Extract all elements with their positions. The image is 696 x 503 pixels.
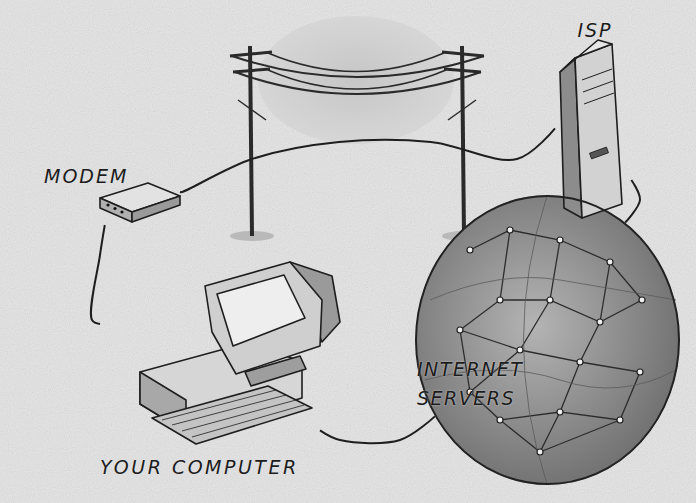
server-dot xyxy=(517,347,523,353)
network-line xyxy=(625,180,640,222)
server-dot xyxy=(639,297,645,303)
network-nodes xyxy=(457,227,645,455)
pole-crossarm xyxy=(230,52,272,56)
monitor-body xyxy=(205,262,322,374)
network-links xyxy=(460,230,642,452)
telephone-pole xyxy=(230,46,272,236)
keyboard-keys xyxy=(162,390,304,437)
server-dot xyxy=(577,359,583,365)
tower-slot xyxy=(583,81,613,92)
wire xyxy=(232,56,484,77)
pole-crossarm xyxy=(442,52,484,56)
telephone-wires xyxy=(232,53,484,94)
modem-device: MODEM xyxy=(40,160,180,225)
server-dot xyxy=(597,319,603,325)
sky-halo xyxy=(258,16,454,144)
telephone-pole xyxy=(442,46,484,236)
server-dot xyxy=(617,417,623,423)
tower-slot xyxy=(584,93,614,104)
wire xyxy=(268,53,444,72)
tower-drive xyxy=(590,147,609,159)
modem-light xyxy=(106,203,109,206)
network-line xyxy=(320,416,435,443)
pole-crossarm xyxy=(233,69,270,72)
server-dot xyxy=(557,409,563,415)
server-dot xyxy=(497,297,503,303)
network-line xyxy=(180,128,555,192)
modem-art xyxy=(100,183,180,222)
modem-front xyxy=(100,198,132,222)
server-dot xyxy=(607,259,613,265)
computer-station: YOUR COMPUTER xyxy=(100,265,320,490)
internet-globe: INTERNET SERVERS xyxy=(415,195,680,485)
isp-server: ISP xyxy=(555,12,635,180)
node-label: INTERNET SERVERS xyxy=(417,355,567,413)
tower-top xyxy=(560,40,612,72)
wire xyxy=(268,70,446,89)
pole-brace xyxy=(238,100,266,120)
modem-light xyxy=(120,210,123,213)
node-label: ISP xyxy=(555,16,635,45)
internet-globe-art xyxy=(416,195,680,485)
wire xyxy=(235,72,481,94)
monitor-screen xyxy=(217,275,305,346)
computer-art xyxy=(140,262,340,444)
node-label: MODEM xyxy=(44,162,176,191)
pole-crossarm xyxy=(444,69,481,72)
globe-meridians xyxy=(425,196,676,484)
keyboard xyxy=(152,386,312,444)
server-dot xyxy=(467,247,473,253)
network-line xyxy=(91,225,105,324)
server-dot xyxy=(507,227,513,233)
modem-light xyxy=(113,207,116,210)
server-dot xyxy=(457,327,463,333)
server-dot xyxy=(547,297,553,303)
globe-disc xyxy=(416,195,680,485)
server-dot xyxy=(637,369,643,375)
globe-border xyxy=(416,196,679,484)
server-dot xyxy=(497,417,503,423)
tower-slot xyxy=(582,69,612,80)
tower-front xyxy=(575,44,622,218)
pole-brace xyxy=(448,100,476,120)
server-dot xyxy=(557,237,563,243)
modem-side xyxy=(132,196,180,222)
node-label: YOUR COMPUTER xyxy=(100,453,320,482)
isp-tower-art xyxy=(560,40,622,218)
globe-outline xyxy=(415,195,680,485)
server-dot xyxy=(537,449,543,455)
pole-post xyxy=(250,46,252,236)
pole-post xyxy=(462,46,464,236)
